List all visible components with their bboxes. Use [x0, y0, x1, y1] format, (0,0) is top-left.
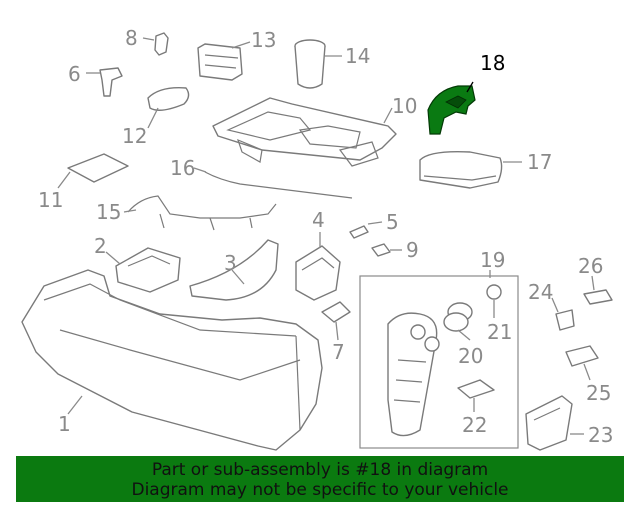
part-18-cover-highlighted [427, 85, 476, 135]
part-14-cup [294, 39, 326, 89]
callout-11: 11 [38, 188, 63, 212]
callout-26: 26 [578, 254, 603, 278]
callout-6: 6 [68, 62, 81, 86]
callout-8: 8 [125, 26, 138, 50]
callout-14: 14 [345, 44, 370, 68]
callout-5: 5 [386, 210, 399, 234]
callout-15: 15 [96, 200, 121, 224]
callout-9: 9 [406, 238, 419, 262]
part-2-module [115, 247, 181, 293]
callout-18: 18 [480, 51, 505, 75]
detail-box-19 [359, 275, 519, 449]
part-10-console-top [212, 97, 397, 167]
part-1-console-body [21, 269, 323, 451]
callout-22: 22 [462, 413, 487, 437]
part-11-pad [67, 153, 129, 183]
part-5-pin [349, 225, 369, 239]
part-23-bin [525, 395, 573, 451]
part-26-switch [583, 289, 613, 305]
callout-21: 21 [487, 320, 512, 344]
part-16-cable [204, 171, 353, 199]
callout-19: 19 [480, 248, 505, 272]
callout-16: 16 [170, 156, 195, 180]
callout-25: 25 [586, 381, 611, 405]
part-6-clip [99, 67, 123, 97]
part-15-harness [127, 195, 277, 231]
banner-line-2: Diagram may not be specific to your vehi… [131, 480, 509, 500]
part-8-clip [154, 32, 169, 56]
callout-2: 2 [94, 234, 107, 258]
callout-4: 4 [312, 208, 325, 232]
callout-20: 20 [458, 344, 483, 368]
info-banner: Part or sub-assembly is #18 in diagram D… [16, 456, 624, 502]
part-9-clip [371, 243, 391, 257]
callout-13: 13 [251, 28, 276, 52]
part-25-holder [565, 345, 599, 367]
part-17-armrest [419, 150, 503, 189]
callout-3: 3 [224, 251, 237, 275]
part-4-bracket [295, 245, 341, 301]
part-7-clip [321, 301, 351, 323]
part-24-switch [555, 309, 575, 331]
callout-17: 17 [527, 150, 552, 174]
part-3-side-panel [189, 239, 279, 301]
part-13-bracket [197, 43, 243, 81]
callout-1: 1 [58, 412, 71, 436]
callout-7: 7 [332, 340, 345, 364]
callout-10: 10 [392, 94, 417, 118]
part-12-mat [147, 87, 190, 111]
callout-23: 23 [588, 423, 613, 447]
callout-24: 24 [528, 280, 553, 304]
banner-line-1: Part or sub-assembly is #18 in diagram [151, 460, 489, 480]
callout-12: 12 [122, 124, 147, 148]
